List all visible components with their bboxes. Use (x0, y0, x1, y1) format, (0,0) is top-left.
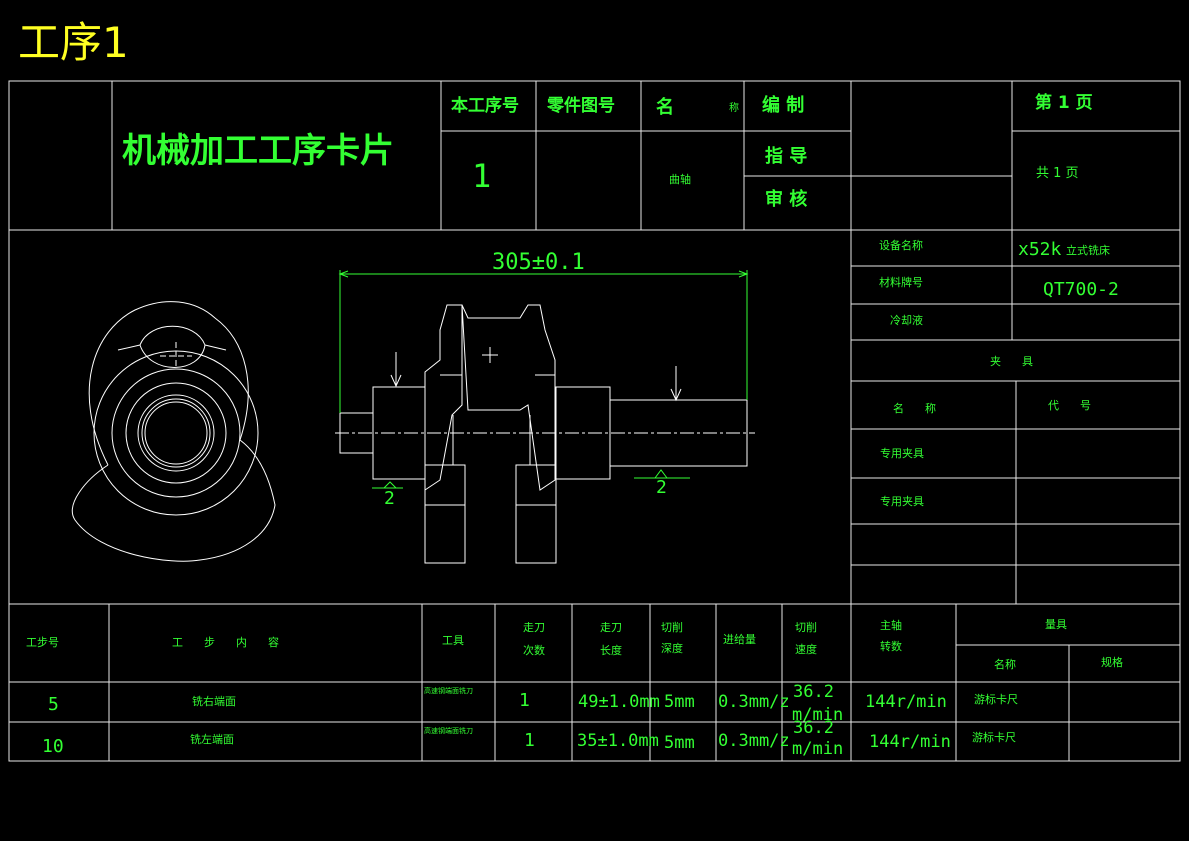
row1-step: 5 (48, 694, 59, 715)
row1-passes: 1 (519, 690, 530, 711)
compile-label: 编 制 (762, 95, 805, 116)
header-gauge-spec: 规格 (1101, 656, 1123, 669)
row2-spindle: 144r/min (869, 732, 951, 752)
name-label-2: 称 (729, 103, 739, 114)
row2-speed-1: 36.2 (793, 718, 834, 738)
row1-spindle: 144r/min (865, 692, 947, 712)
header-step-content: 工 步 内 容 (172, 636, 279, 649)
part-drawing-label: 零件图号 (547, 96, 615, 116)
dimension-left: 2 (384, 488, 395, 509)
review-label: 审 核 (765, 189, 808, 210)
header-depth-2: 深度 (661, 642, 683, 655)
equipment-model: x52k (1018, 239, 1062, 260)
page-title: 工序1 (18, 18, 129, 67)
header-gauge-name: 名称 (994, 658, 1016, 671)
part-name: 曲轴 (669, 173, 691, 186)
op-no-label: 本工序号 (451, 96, 519, 116)
row2-speed-2: m/min (792, 739, 844, 759)
row1-tool: 高速钢端面铣刀 (424, 687, 473, 695)
equipment-label: 设备名称 (879, 239, 923, 252)
fixture-code-label: 代 号 (1048, 399, 1091, 412)
guide-label: 指 导 (765, 146, 808, 167)
op-no-value: 1 (472, 157, 492, 195)
row2-depth: 5mm (664, 733, 695, 753)
header-length-1: 走刀 (600, 621, 622, 634)
row1-depth: 5mm (664, 692, 695, 712)
name-label: 名 (656, 97, 674, 118)
page-total: 共 1 页 (1036, 166, 1079, 181)
row1-length: 49±1.0mm (578, 692, 660, 712)
header-passes-2: 次数 (523, 644, 545, 657)
row1-gauge: 游标卡尺 (974, 693, 1018, 706)
row2-step: 10 (42, 736, 64, 757)
special-fixture-2: 专用夹具 (880, 495, 924, 508)
card-title: 机械加工工序卡片 (122, 131, 394, 171)
equipment-type: 立式铣床 (1066, 244, 1110, 257)
header-spindle-2: 转数 (880, 640, 902, 653)
dimension-right: 2 (656, 477, 667, 498)
header-step-no: 工步号 (26, 636, 59, 649)
row2-gauge: 游标卡尺 (972, 731, 1016, 744)
row2-passes: 1 (524, 730, 535, 751)
row1-content: 铣右端面 (192, 695, 236, 708)
header-passes-1: 走刀 (523, 621, 545, 634)
header-speed-1: 切削 (795, 621, 817, 634)
material-label: 材料牌号 (879, 276, 923, 289)
special-fixture-1: 专用夹具 (880, 447, 924, 460)
header-feed: 进给量 (723, 633, 756, 646)
coolant-label: 冷却液 (890, 314, 923, 327)
header-tool: 工具 (442, 634, 464, 647)
header-gauge: 量具 (1045, 618, 1067, 631)
header-speed-2: 速度 (795, 643, 817, 656)
header-length-2: 长度 (600, 644, 622, 657)
header-depth-1: 切削 (661, 621, 683, 634)
row2-content: 铣左端面 (190, 733, 234, 746)
page-number: 第 1 页 (1035, 93, 1093, 113)
header-spindle-1: 主轴 (880, 619, 902, 632)
row2-tool: 高速钢端面铣刀 (424, 727, 473, 735)
row1-speed-1: 36.2 (793, 682, 834, 702)
fixture-name-label: 名 称 (893, 402, 936, 415)
fixture-label: 夹 具 (990, 355, 1033, 368)
dimension-main: 305±0.1 (492, 250, 585, 275)
row2-length: 35±1.0mm (577, 731, 659, 751)
material-value: QT700-2 (1043, 279, 1119, 300)
row1-feed: 0.3mm/z (718, 692, 790, 712)
row2-feed: 0.3mm/z (718, 731, 790, 751)
row1-speed-2: m/min (792, 705, 844, 725)
